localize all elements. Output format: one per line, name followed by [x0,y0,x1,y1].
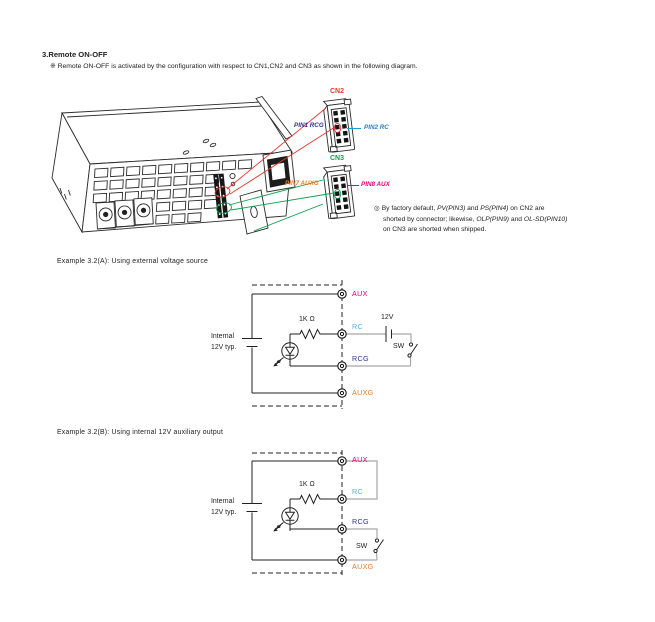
factory-note-text: and [509,215,524,223]
section-note: ※ Remote ON-OFF is activated by the conf… [50,63,418,70]
factory-note-text: shorted by connector; likewise, [383,215,477,223]
psu-chassis-drawing [51,95,296,235]
example-a-caption: Example 3.2(A): Using external voltage s… [57,258,209,265]
factory-note-text: on CN2 are [508,205,545,212]
factory-note-text: on CN3 are shorted when shipped. [383,226,487,234]
mounting-bracket [239,189,269,235]
terminal-rcg-b: RCG [352,517,369,526]
terminal-aux-b: AUX [352,455,368,464]
internal-voltage-label: 12V typ. [211,509,237,516]
circuit-a-schematic [241,280,418,409]
cn2-connector-drawing [322,97,358,154]
terminal-rcg-a: RCG [352,354,369,363]
factory-note-line2: shorted by connector; likewise, OLP(PIN9… [383,215,646,226]
ps-pin4-ref: PS(PIN4) [480,205,509,212]
cn2-label: CN2 [330,88,345,95]
terminal-aux-a: AUX [352,289,368,298]
terminal-rc-a: RC [352,322,363,331]
internal-label: Internal [211,333,234,340]
terminal-auxg-a: AUXG [352,388,374,397]
terminal-rc-b: RC [352,487,363,496]
olsd-pin10-ref: OL-SD(PIN10) [523,215,568,223]
internal-voltage-label: 12V typ. [211,344,237,351]
section-title: 3.Remote ON-OFF [42,50,108,59]
cn3-label: CN3 [330,155,345,162]
cn2-pins-highlight [214,186,231,198]
switch-label-b: SW [356,543,368,550]
factory-note-line1: ◎ By factory default, PV(PIN3) and PS(PI… [374,204,646,215]
pin1-rcg-label: PIN1 RCG [294,122,324,129]
circuit-b-schematic [241,450,384,577]
terminal-block [95,197,154,230]
resistor-label-b: 1K Ω [299,481,315,488]
internal-source-label-b: Internal 12V typ. [211,496,236,518]
factory-note-text: ◎ By factory default, [374,205,438,212]
callout-leader-lines [226,107,361,232]
pin8-aux-label: PIN8 AUX [361,181,390,188]
terminal-auxg-b: AUXG [352,562,374,571]
factory-note-line3: on CN3 are shorted when shipped. [383,225,646,236]
cn3-pins-highlight [216,202,232,214]
example-b-caption: Example 3.2(B): Using internal 12V auxil… [57,429,224,436]
factory-default-note: ◎ By factory default, PV(PIN3) and PS(PI… [374,204,646,236]
pin7-auxg-label: PIN7 AUXG [285,180,319,187]
pv-pin3-ref: PV(PIN3) [437,205,466,212]
resistor-label-a: 1K Ω [299,316,315,323]
ext-voltage-label-a: 12V [381,314,394,321]
internal-label: Internal [211,498,234,505]
factory-note-text: and [465,205,481,212]
switch-label-a: SW [393,343,405,350]
internal-source-label-a: Internal 12V typ. [211,331,236,353]
pin2-rc-label: PIN2 RC [364,124,389,131]
cn1-connector [262,149,296,193]
olp-pin9-ref: OLP(PIN9) [476,215,510,223]
cn3-connector-drawing [322,164,358,220]
